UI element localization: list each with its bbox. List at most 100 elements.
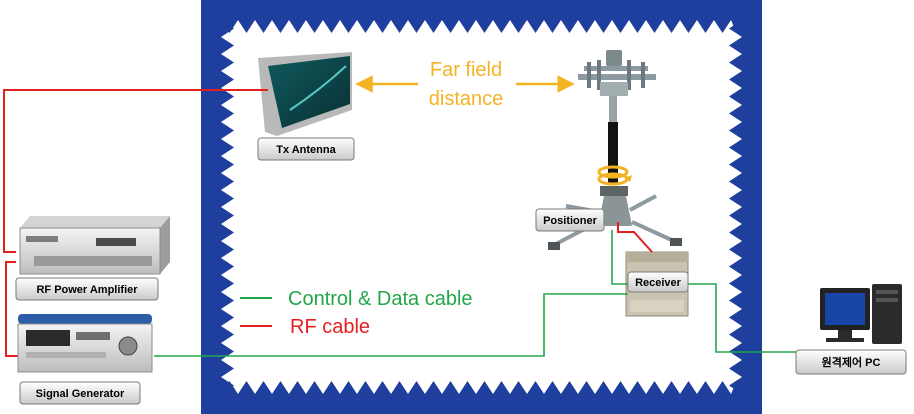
absorber-spike (238, 20, 255, 33)
absorber-spike (646, 381, 663, 394)
rotation-icon (597, 165, 632, 186)
absorber-spike (476, 20, 493, 33)
absorber-spike (442, 381, 459, 394)
absorber-spike (729, 139, 742, 156)
absorber-spike (729, 292, 742, 309)
absorber-spike (697, 20, 714, 33)
positioner-mast (608, 122, 618, 184)
absorber-spike (729, 88, 742, 105)
legend-rf-label: RF cable (290, 316, 370, 338)
absorber-spike (527, 381, 544, 394)
absorber-spike (612, 20, 629, 33)
far-field-annotation: Far field distance (355, 58, 575, 112)
signal-generator-label: Signal Generator (36, 388, 125, 400)
absorber-spike (595, 20, 612, 33)
rf-power-amplifier: RF Power Amplifier (15, 216, 170, 301)
tx-antenna-label: Tx Antenna (276, 144, 336, 156)
absorber-spike (221, 258, 234, 275)
absorber-spike (289, 20, 306, 33)
absorber-spike (221, 360, 234, 377)
absorber-spike (663, 20, 680, 33)
absorber-spike (221, 241, 234, 258)
absorber-spike (272, 381, 289, 394)
control-cable-external (154, 283, 800, 357)
far-field-label-line1: Far field (430, 59, 502, 81)
absorber-spike (663, 381, 680, 394)
rf-amp-label: RF Power Amplifier (36, 284, 138, 296)
absorber-spike (221, 207, 234, 224)
absorber-spike (221, 88, 234, 105)
far-field-label-line2: distance (429, 88, 504, 110)
absorber-spike (221, 326, 234, 343)
absorber-spike (729, 173, 742, 190)
absorber-spike (323, 20, 340, 33)
absorber-spike (391, 20, 408, 33)
absorber-spike (255, 20, 272, 33)
absorber-spike (729, 377, 742, 394)
absorber-spike (578, 381, 595, 394)
absorber-spike (697, 381, 714, 394)
absorber-spike (425, 20, 442, 33)
signal-generator: Signal Generator (17, 314, 153, 405)
absorber-spike (729, 190, 742, 207)
absorber-spike (221, 20, 234, 37)
absorber-spike (272, 20, 289, 33)
absorber-spike (221, 292, 234, 309)
absorber-spike (646, 20, 663, 33)
absorber-spike (391, 381, 408, 394)
receiver-label: Receiver (635, 277, 682, 289)
absorber-spike (595, 381, 612, 394)
absorber-spike (221, 71, 234, 88)
absorber-spike (221, 190, 234, 207)
absorber-spike (510, 20, 527, 33)
absorber-spike (221, 139, 234, 156)
absorber-spike (729, 122, 742, 139)
legend: Control & Data cable RF cable (240, 288, 473, 338)
absorber-spike (729, 207, 742, 224)
absorber-spike (729, 224, 742, 241)
absorber-spike (323, 381, 340, 394)
absorber-spike (729, 20, 742, 37)
absorber-spike (374, 381, 391, 394)
absorber-spike (221, 156, 234, 173)
absorber-spike (357, 20, 374, 33)
absorber-spike (408, 381, 425, 394)
absorber-spike (729, 37, 742, 54)
control-cable-internal (611, 230, 628, 285)
absorber-spike (680, 381, 697, 394)
absorber-spike (729, 54, 742, 71)
absorber-spike (459, 381, 476, 394)
legend-control-label: Control & Data cable (288, 288, 473, 310)
absorber-spike (340, 381, 357, 394)
absorber-spike (493, 20, 510, 33)
absorber-spike (408, 20, 425, 33)
absorber-spike (729, 156, 742, 173)
absorber-spike (442, 20, 459, 33)
tx-antenna: Tx Antenna (257, 52, 355, 161)
absorber-spike (221, 377, 234, 394)
absorber-spike (459, 20, 476, 33)
absorber-spike (306, 20, 323, 33)
rf-cable-internal (617, 222, 653, 253)
absorber-spike (340, 20, 357, 33)
absorber-spike (357, 381, 374, 394)
absorber-spike (629, 20, 646, 33)
rf-cable-external (3, 89, 268, 357)
absorber-spike (221, 37, 234, 54)
absorber-spike (221, 54, 234, 71)
absorber-spike (729, 258, 742, 275)
absorber-spike (544, 20, 561, 33)
absorber-spike (221, 173, 234, 190)
absorber-spike (729, 71, 742, 88)
absorber-spike (729, 241, 742, 258)
absorber-spike (729, 309, 742, 326)
absorber-spike (221, 105, 234, 122)
absorber-spike (680, 20, 697, 33)
absorber-spike (714, 381, 731, 394)
absorber-spike (255, 381, 272, 394)
pc-label: 원격제어 PC (822, 355, 881, 369)
absorber-spike (221, 275, 234, 292)
absorber-spike (629, 381, 646, 394)
absorber-spike (714, 20, 731, 33)
absorber-spike (238, 381, 255, 394)
